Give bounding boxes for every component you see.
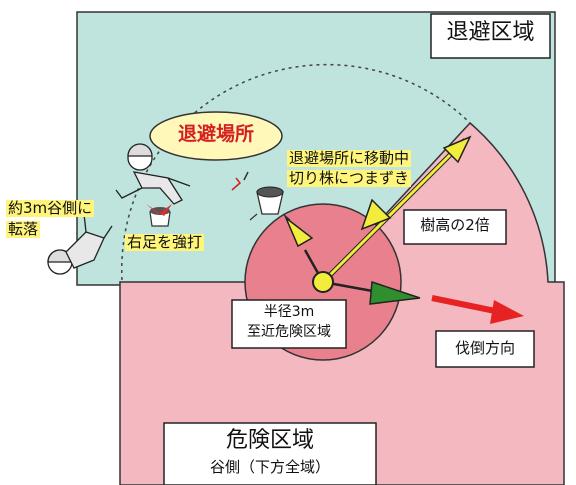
tree-height-arc (120, 63, 471, 281)
felling-arrow-head (490, 300, 524, 324)
danger-zone-title: 危険区域 (225, 428, 314, 453)
worker-tripping-icon (115, 143, 191, 205)
fall-label-line2: 転落 (6, 220, 41, 239)
foot-label: 右足を強打 (125, 233, 205, 252)
danger-zone-subtitle: 谷側（下方全域） (209, 458, 330, 476)
stump-icon (231, 171, 291, 221)
refuge-direction-arrow (284, 215, 314, 248)
refuge-ellipse (149, 111, 283, 161)
safe-zone-label: 退避区域 (446, 20, 535, 45)
tree-height-label: 樹高の2倍 (420, 216, 490, 234)
move-label-line2: 切り株につまずき (287, 169, 412, 188)
small-stump-icon (146, 204, 172, 227)
move-label-line1: 退避場所に移動中 (287, 149, 412, 168)
worker-falling-icon (47, 209, 113, 275)
refuge-label: 退避場所 (177, 123, 254, 145)
near-danger-label-line2: 至近危険区域 (247, 324, 331, 340)
felling-arrow-line (431, 295, 501, 315)
tree-height-arrow-head-mid (360, 198, 392, 231)
near-danger-label-line1: 半径3m (263, 304, 315, 320)
tree-height-arrow-head-tip (442, 135, 472, 164)
stump-center (312, 271, 334, 293)
green-direction-arrow (369, 280, 421, 305)
fall-label-line1: 約3m谷側に (6, 199, 95, 218)
felling-direction-label: 伐倒方向 (454, 339, 515, 357)
